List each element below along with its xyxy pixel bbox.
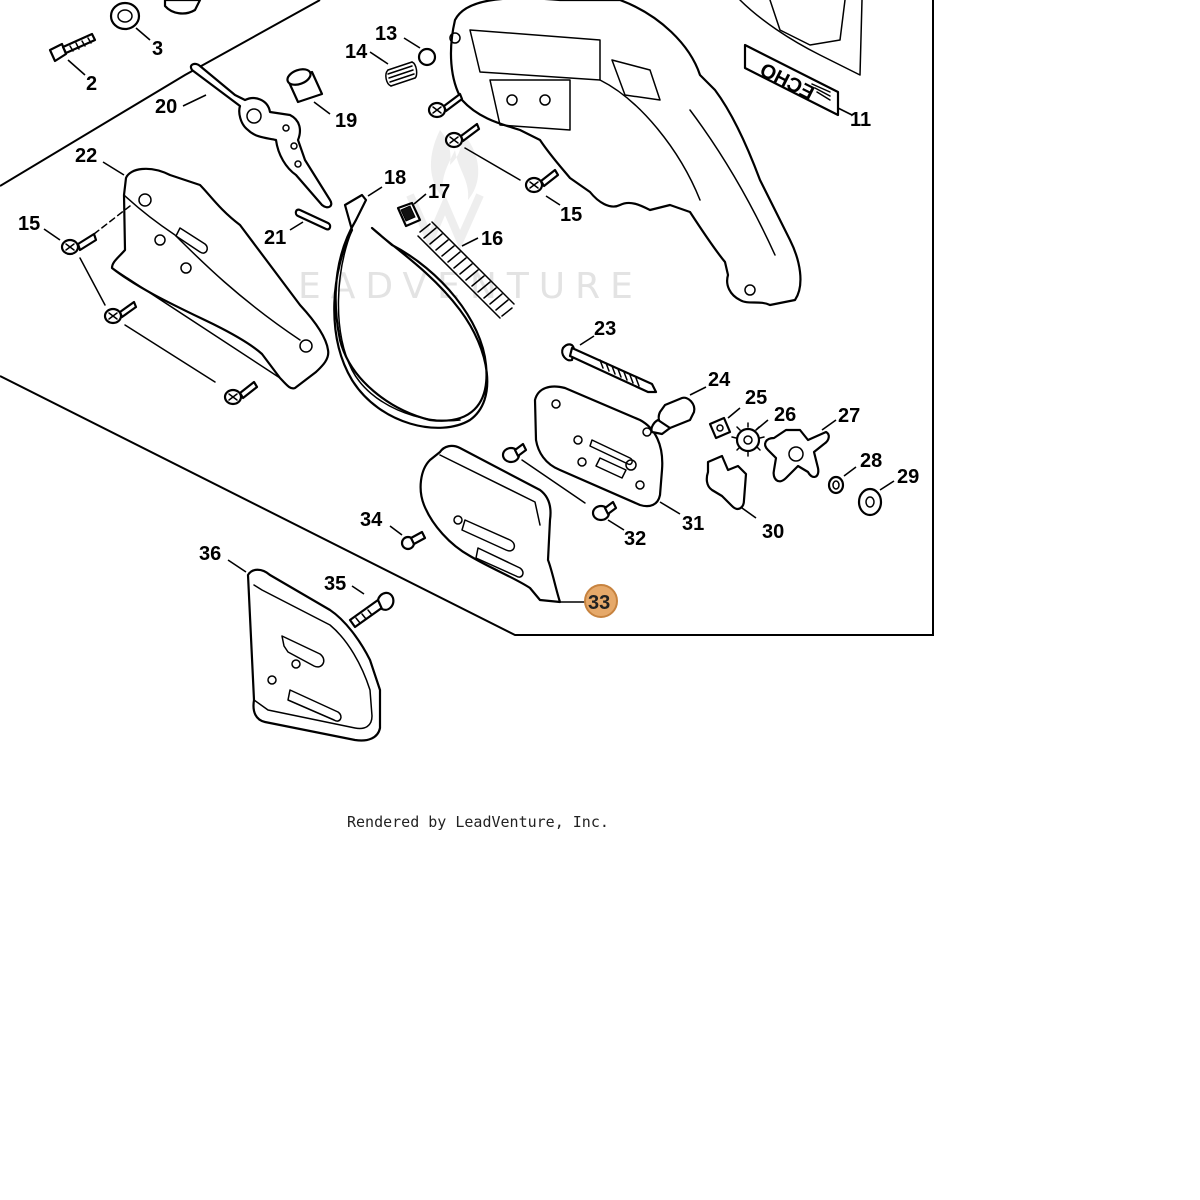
callout-16[interactable]: 16 (481, 228, 503, 250)
callout-25[interactable]: 25 (745, 387, 767, 409)
part-15-screws-right[interactable]: 15 (427, 92, 582, 226)
part-24-nut[interactable]: 24 (650, 369, 731, 436)
part-28-ring[interactable]: 28 (827, 450, 882, 495)
callout-30[interactable]: 30 (762, 521, 784, 543)
callout-15-right[interactable]: 15 (560, 204, 582, 226)
part-13-ball[interactable]: 13 (375, 23, 437, 67)
callout-2[interactable]: 2 (86, 73, 97, 95)
callout-32[interactable]: 32 (624, 528, 646, 550)
part-36-sprocket-cover[interactable]: 36 (199, 543, 382, 742)
part-top-cut (163, 0, 202, 15)
callout-33[interactable]: 33 (588, 592, 610, 614)
part-22-cover-plate[interactable]: 22 (75, 145, 330, 390)
callout-3[interactable]: 3 (152, 38, 163, 60)
part-14-spring[interactable]: 14 (345, 41, 418, 87)
callout-27[interactable]: 27 (838, 405, 860, 427)
part-34-screw[interactable]: 34 (360, 509, 427, 551)
callout-34[interactable]: 34 (360, 509, 383, 531)
callout-23[interactable]: 23 (594, 318, 616, 340)
callout-24[interactable]: 24 (708, 369, 731, 391)
part-26-gear[interactable]: 26 (731, 404, 796, 457)
part-23-bolt[interactable]: 23 (561, 318, 658, 394)
callout-18[interactable]: 18 (384, 167, 406, 189)
watermark-text: LEADVENTURE (268, 266, 643, 307)
callout-17[interactable]: 17 (428, 181, 450, 203)
callout-21[interactable]: 21 (264, 227, 286, 249)
callout-14[interactable]: 14 (345, 41, 368, 63)
part-33-inner-guide[interactable]: 33 (419, 444, 618, 618)
assembly-frame (0, 0, 321, 187)
part-3-washer[interactable]: 3 (109, 1, 163, 60)
callout-33-highlight (584, 584, 618, 618)
callout-36[interactable]: 36 (199, 543, 221, 565)
watermark: LEADVENTURE (268, 130, 643, 307)
callout-31[interactable]: 31 (682, 513, 704, 535)
part-30-plate[interactable]: 30 (705, 454, 784, 543)
part-32-screws[interactable]: 32 (501, 442, 646, 550)
part-2-bolt[interactable]: 2 (48, 32, 97, 95)
callout-19[interactable]: 19 (335, 110, 357, 132)
part-20-brake-lever[interactable]: 20 (155, 62, 333, 209)
echo-decal (743, 43, 840, 117)
part-11-crankcase[interactable]: ECHO 11 (449, 0, 871, 307)
callout-29[interactable]: 29 (897, 466, 919, 488)
part-29-washer[interactable]: 29 (857, 466, 919, 517)
part-19-sleeve[interactable]: 19 (285, 66, 357, 132)
part-21-pin[interactable]: 21 (264, 208, 332, 249)
callout-11[interactable]: 11 (850, 109, 871, 131)
callout-15-left[interactable]: 15 (18, 213, 40, 235)
callout-13[interactable]: 13 (375, 23, 397, 45)
part-17-block[interactable]: 17 (396, 181, 450, 228)
part-25-square-nut[interactable]: 25 (708, 387, 767, 440)
callout-28[interactable]: 28 (860, 450, 882, 472)
callout-22[interactable]: 22 (75, 145, 97, 167)
callout-26[interactable]: 26 (774, 404, 796, 426)
part-15-screws-left[interactable]: 15 (18, 205, 259, 406)
part-31-bar-plate[interactable]: 31 (533, 385, 704, 536)
callout-20[interactable]: 20 (155, 96, 177, 118)
part-18-brake-band[interactable]: 18 (333, 167, 489, 429)
part-35-bolt[interactable]: 35 (324, 573, 395, 629)
credit-text: Rendered by LeadVenture, Inc. (347, 813, 609, 831)
part-27-star-knob[interactable]: 27 (764, 405, 860, 483)
part-16-spring[interactable]: 16 (417, 221, 515, 319)
callout-35[interactable]: 35 (324, 573, 346, 595)
